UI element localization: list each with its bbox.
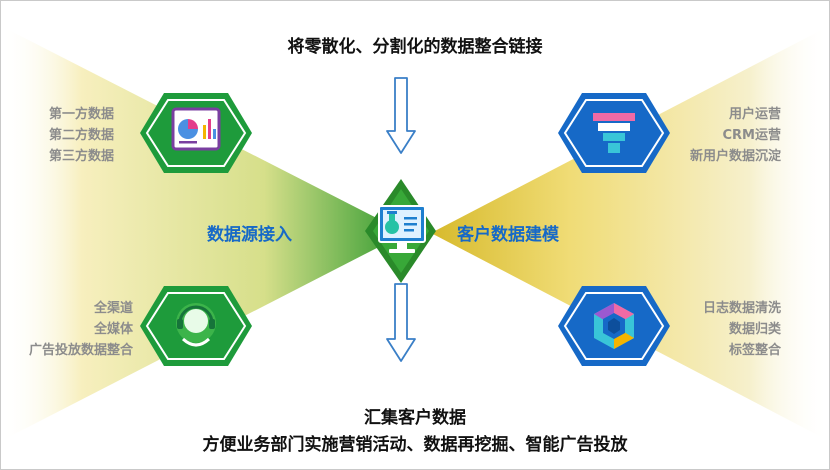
hex-bottom-right (558, 286, 670, 366)
right-fan (431, 26, 829, 441)
right-top-list: 用户运营 CRM运营 新用户数据沉淀 (690, 104, 781, 167)
chart-report-icon (171, 107, 221, 151)
left-label: 数据源接入 (207, 225, 292, 245)
left-fan (1, 26, 406, 441)
list-item: 第三方数据 (49, 149, 115, 164)
list-item: 数据归类 (728, 322, 781, 337)
list-item: 广告投放数据整合 (28, 343, 133, 358)
list-item: 全媒体 (93, 322, 133, 337)
list-item: 第二方数据 (49, 128, 115, 143)
list-item: CRM运营 (722, 128, 782, 143)
down-arrow-top (386, 77, 416, 154)
hex-bottom-left (140, 286, 252, 366)
hex-top-left (140, 93, 252, 173)
footer-line1: 汇集客户数据 (364, 408, 466, 428)
list-item: 第一方数据 (49, 107, 115, 122)
right-label: 客户数据建模 (457, 225, 559, 245)
hex-top-right (558, 93, 670, 173)
list-item: 标签整合 (728, 343, 781, 358)
headset-icon (176, 303, 216, 347)
left-bottom-list: 全渠道 全媒体 广告投放数据整合 (29, 298, 133, 361)
list-item: 全渠道 (93, 301, 133, 316)
header-title: 将零散化、分割化的数据整合链接 (287, 37, 543, 57)
hex-ring-icon (594, 303, 634, 349)
list-item: 日志数据清洗 (702, 301, 781, 316)
left-top-list: 第一方数据 第二方数据 第三方数据 (49, 104, 114, 167)
screen-flask-icon (378, 205, 426, 253)
right-bottom-list: 日志数据清洗 数据归类 标签整合 (703, 298, 781, 361)
footer-line2: 方便业务部门实施营销活动、数据再挖掘、智能广告投放 (202, 435, 628, 455)
funnel-icon (593, 113, 635, 153)
list-item: 用户运营 (728, 107, 781, 122)
list-item: 新用户数据沉淀 (689, 149, 781, 164)
down-arrow-bottom (386, 283, 416, 362)
